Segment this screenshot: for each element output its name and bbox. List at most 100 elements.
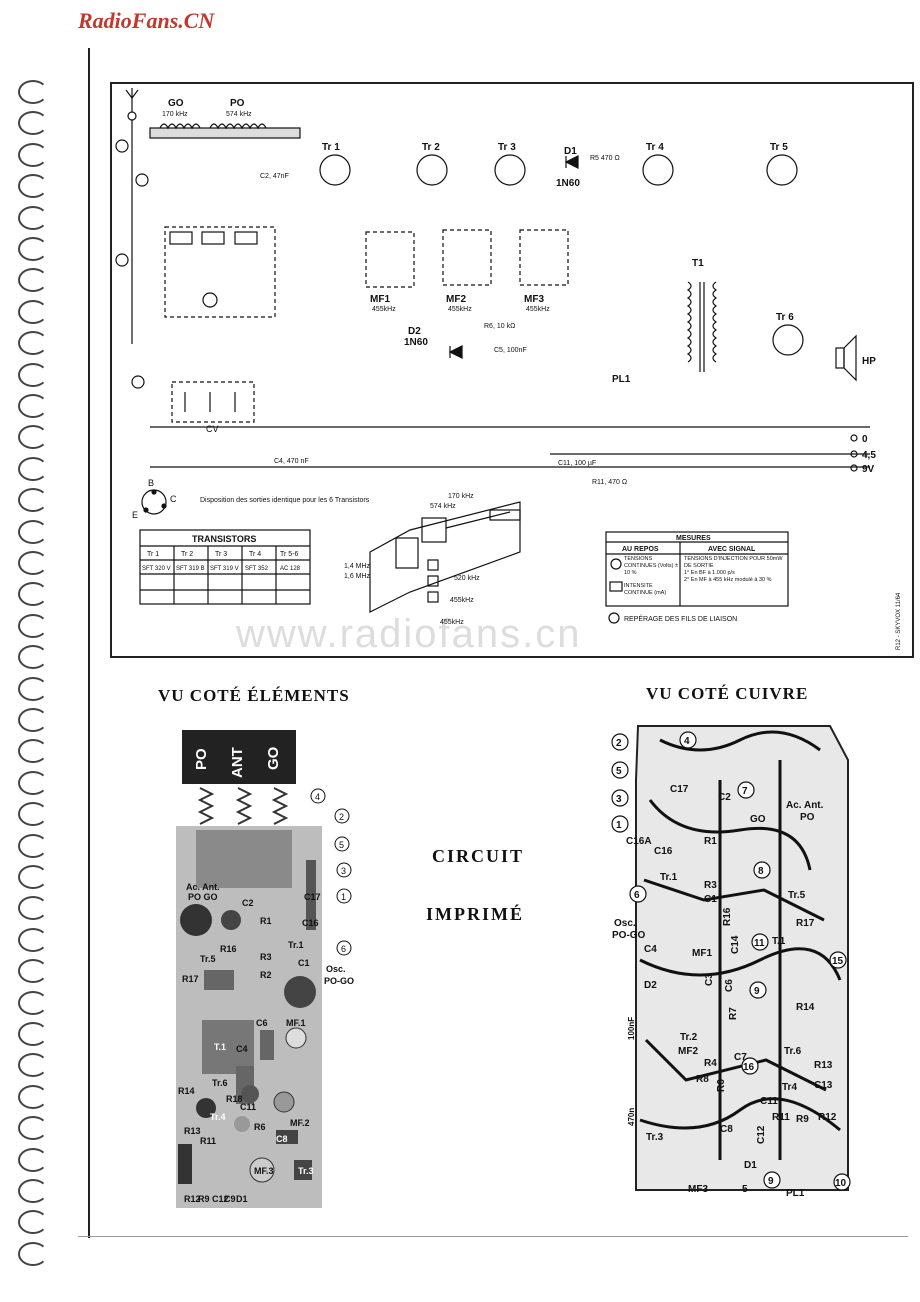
d2-label: D2 (408, 326, 421, 337)
caption-imprime: IMPRIMÉ (426, 904, 524, 924)
binder-ring (18, 456, 48, 481)
svg-text:C12: C12 (756, 1125, 767, 1144)
tr3-label: Tr 3 (498, 142, 516, 153)
mf1-label: MF1 (370, 294, 390, 305)
band-po-label: PO (230, 98, 245, 109)
transistor-pin-diagram (141, 489, 167, 515)
binder-ring (18, 1179, 48, 1203)
svg-text:520 kHz: 520 kHz (454, 575, 480, 582)
svg-text:3: 3 (616, 794, 622, 805)
svg-text:R5 470 Ω: R5 470 Ω (590, 155, 620, 162)
svg-text:C16: C16 (654, 846, 673, 857)
svg-text:D1: D1 (744, 1160, 757, 1171)
band-go-freq: 170 kHz (162, 111, 188, 118)
svg-text:C11: C11 (240, 1102, 256, 1112)
svg-text:R17: R17 (796, 918, 815, 929)
svg-text:1,6 MHz: 1,6 MHz (344, 573, 371, 580)
svg-text:Osc.: Osc. (326, 964, 346, 974)
copper-side-drawing: 2 4 5 3 1 7 8 6 11 15 9 16 9 10 C17 C2 G… (611, 725, 851, 1199)
svg-text:Tr.1: Tr.1 (660, 872, 678, 883)
svg-text:ANT: ANT (229, 747, 246, 778)
svg-text:C1: C1 (298, 958, 310, 968)
pl1-label: PL1 (612, 374, 631, 385)
svg-text:MF.3: MF.3 (254, 1166, 274, 1176)
ferrite-antenna (149, 123, 301, 139)
svg-text:Tr 4: Tr 4 (249, 551, 261, 558)
binder-ring (18, 959, 48, 984)
svg-text:C9: C9 (224, 1194, 236, 1204)
svg-text:SFT 352: SFT 352 (245, 566, 269, 572)
binder-ring (18, 425, 48, 450)
d1-label: D1 (564, 146, 577, 157)
svg-text:C2: C2 (242, 898, 254, 908)
svg-text:3: 3 (341, 866, 346, 876)
binder-ring (18, 708, 48, 732)
tr1-label: Tr 1 (322, 142, 340, 153)
binder-ring (18, 142, 48, 167)
svg-text:C11: C11 (760, 1096, 778, 1107)
if-transformers (365, 229, 569, 288)
svg-text:MF.2: MF.2 (290, 1118, 310, 1128)
svg-text:MESURES: MESURES (676, 535, 711, 542)
binder-ring (18, 802, 48, 827)
svg-text:8: 8 (758, 866, 764, 877)
svg-text:T.1: T.1 (214, 1042, 226, 1052)
svg-text:Tr 2: Tr 2 (181, 551, 193, 558)
svg-text:R13: R13 (814, 1060, 833, 1071)
svg-text:Tr.3: Tr.3 (298, 1166, 314, 1176)
svg-text:R9: R9 (198, 1194, 210, 1204)
svg-text:R3: R3 (260, 952, 272, 962)
svg-text:R11: R11 (772, 1112, 790, 1123)
svg-text:C6: C6 (724, 979, 735, 992)
svg-text:6: 6 (634, 890, 640, 901)
tr4-label: Tr 4 (646, 142, 664, 153)
svg-text:Tr.2: Tr.2 (680, 1032, 698, 1043)
svg-text:R16: R16 (722, 907, 733, 926)
svg-text:C4, 470 nF: C4, 470 nF (274, 458, 309, 465)
svg-text:R16: R16 (220, 944, 237, 954)
binder-rings (18, 80, 52, 1280)
svg-text:T.1: T.1 (772, 936, 786, 947)
output-transformer (686, 281, 718, 372)
binder-ring (18, 1147, 48, 1172)
binder-ring (18, 865, 48, 889)
svg-text:C16A: C16A (626, 836, 652, 847)
svg-text:AVEC SIGNAL: AVEC SIGNAL (708, 546, 756, 553)
svg-text:R6: R6 (716, 1079, 727, 1092)
svg-text:C13: C13 (814, 1080, 833, 1091)
supply-0: 0 (862, 434, 868, 445)
svg-text:R1: R1 (704, 836, 717, 847)
antenna-symbol (125, 88, 139, 121)
title-copper-side: VU COTÉ CUIVRE (646, 684, 809, 703)
svg-text:GO: GO (265, 746, 282, 770)
variable-capacitor: CV (171, 381, 255, 434)
wave-switch (164, 226, 276, 318)
svg-text:455kHz: 455kHz (526, 306, 550, 313)
binder-ring (18, 582, 48, 607)
svg-text:R6, 10 kΩ: R6, 10 kΩ (484, 323, 515, 330)
supply-9v: 9V (862, 464, 875, 475)
binder-ring (18, 299, 48, 324)
mesures-table (605, 531, 789, 607)
svg-text:R7: R7 (728, 1007, 739, 1020)
binder-ring (18, 927, 48, 952)
tr2-label: Tr 2 (422, 142, 440, 153)
bottom-rule (78, 1236, 908, 1237)
binder-ring (18, 237, 48, 261)
binder-ring (18, 80, 48, 104)
svg-text:Tr 3: Tr 3 (215, 551, 227, 558)
binder-ring (18, 111, 48, 136)
svg-text:C6: C6 (256, 1018, 268, 1028)
svg-text:Tr.4: Tr.4 (210, 1112, 226, 1122)
svg-text:R6: R6 (254, 1122, 266, 1132)
svg-text:C2: C2 (718, 792, 731, 803)
svg-text:15: 15 (832, 956, 844, 967)
binder-ring (18, 394, 48, 418)
coil-assembly-drawing (369, 501, 521, 613)
svg-text:C8: C8 (276, 1134, 288, 1144)
svg-text:R13: R13 (184, 1126, 201, 1136)
transistors-table (139, 529, 311, 605)
svg-text:Ac. Ant.: Ac. Ant. (186, 882, 220, 892)
svg-text:SFT 320 V: SFT 320 V (142, 566, 171, 572)
binder-ring (18, 1116, 48, 1141)
